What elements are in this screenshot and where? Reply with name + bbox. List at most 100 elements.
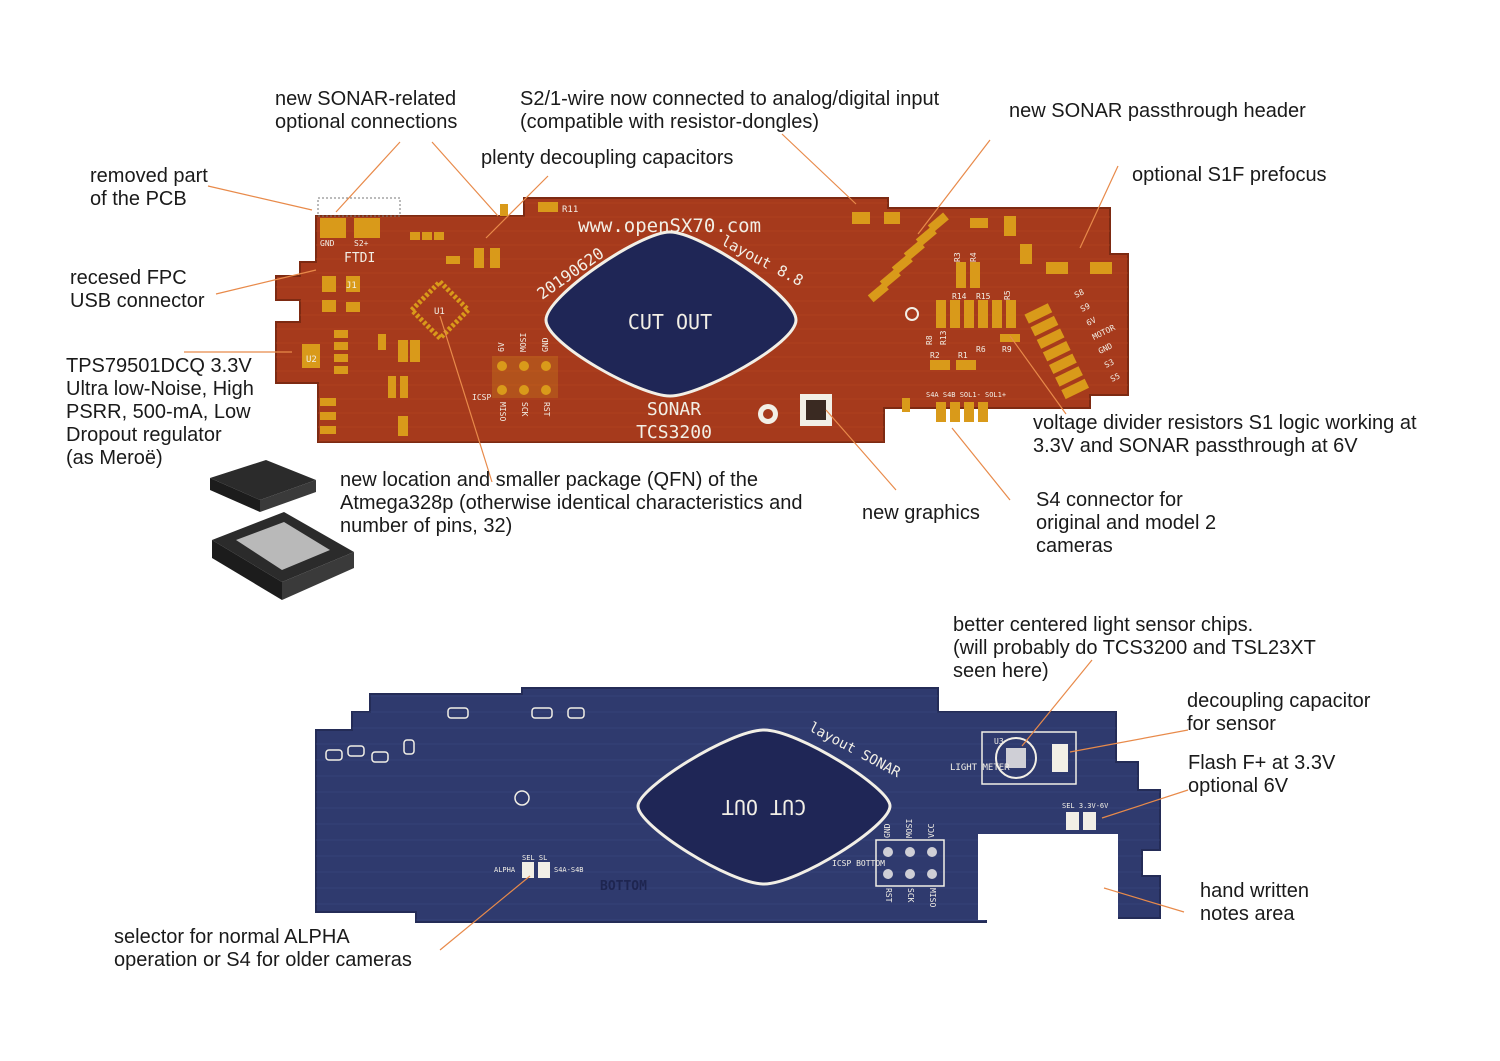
annotation-line: hand written	[1200, 880, 1309, 902]
annotation-line: optional 6V	[1188, 775, 1289, 797]
smd-pad	[388, 376, 396, 398]
top-icsp-pin-label: GND	[541, 337, 550, 352]
resistor-label: R14	[952, 292, 967, 301]
qfn-chip-illustration	[210, 460, 354, 600]
leader-passthrough	[917, 139, 991, 235]
bottom-icsp-pin-label: RST	[884, 888, 893, 903]
smd-pad	[936, 402, 946, 422]
annotation-alpha-selector: selector for normal ALPHA operation or S…	[114, 926, 412, 972]
resistor-label: R1	[958, 351, 968, 360]
resistor-label: R8	[925, 335, 934, 345]
annotation-line: Flash F+ at 3.3V	[1188, 752, 1336, 774]
smd-pad	[322, 300, 336, 312]
smd-pad	[474, 248, 484, 268]
smd-pad	[891, 254, 913, 275]
resistor-label: R5	[1003, 290, 1012, 300]
top-icsp-pins	[492, 356, 558, 398]
light-sensor-chip	[995, 737, 1037, 779]
removed-pcb-outline	[317, 197, 401, 217]
bottom-icsp-pin-label: MOSI	[905, 819, 914, 838]
resistor-label: R6	[976, 345, 986, 354]
smd-pad	[970, 218, 988, 228]
smd-pad	[1004, 216, 1016, 236]
resistor-label: R3	[953, 252, 962, 262]
annotation-line: number of pins, 32)	[340, 515, 513, 537]
smd-pad	[346, 276, 360, 292]
smd-pad	[398, 340, 408, 362]
annotation-line: new location and smaller package (QFN) o…	[340, 469, 758, 491]
bottom-cutout-label: CUT OUT	[722, 795, 806, 819]
annotation-line: new graphics	[862, 502, 980, 524]
annotation-line: Ultra low-Noise, High	[66, 378, 254, 400]
smd-pad	[978, 402, 988, 422]
smd-pad	[410, 232, 420, 240]
bottom-small-pads	[325, 707, 585, 806]
bottom-icsp-pin-label: VCC	[927, 823, 936, 838]
light-sensor-outline	[981, 731, 1077, 785]
leader-flash	[1101, 789, 1189, 819]
leader-voltage-divider	[1009, 335, 1067, 415]
leader-notes	[1103, 887, 1185, 913]
leader-sonar-conn	[335, 141, 401, 213]
smd-pad	[398, 416, 408, 436]
annotation-sonar-conn: new SONAR-related optional connections	[275, 88, 457, 134]
annotation-line: TPS79501DCQ 3.3V	[66, 355, 252, 377]
bottom-icsp-pin-label: MISO	[928, 888, 937, 907]
leader-sonar-conn	[431, 141, 499, 217]
top-s4-labels: S4A S4B SOL1- SOL1+	[926, 391, 1006, 399]
smd-pad	[500, 204, 508, 216]
smd-pad	[1000, 334, 1020, 342]
annotation-line: notes area	[1200, 903, 1295, 925]
leader-alpha	[439, 875, 531, 951]
header-pin-label: S8	[1073, 287, 1086, 299]
smd-pad	[320, 426, 336, 434]
smd-pad	[852, 212, 870, 224]
top-icsp-labels: 6V MOSI GND MISO SCK RST	[497, 333, 551, 422]
smd-pad	[1020, 244, 1032, 264]
smd-pad	[378, 334, 386, 350]
top-sensor-label: TCS3200	[636, 422, 712, 443]
smd-pad	[410, 340, 420, 362]
top-pads	[302, 202, 1112, 436]
annotation-line: of the PCB	[90, 188, 187, 210]
top-pcb: www.openSX70.com 20190620 layout 8.8 CUT…	[275, 197, 1129, 443]
resistor-label: R15	[976, 292, 991, 301]
top-cutout-shape	[544, 230, 798, 398]
top-icsp-pin-label: 6V	[497, 342, 506, 352]
smd-pad	[956, 360, 976, 370]
smd-pad	[320, 412, 336, 420]
top-cutout-label: CUT OUT	[628, 310, 712, 334]
annotation-line: original and model 2	[1036, 512, 1217, 534]
smd-pad	[334, 342, 348, 350]
smd-pad	[322, 276, 336, 292]
annotation-line: seen here)	[953, 660, 1049, 682]
chip-top-side	[210, 478, 260, 512]
leader-s4	[951, 427, 1011, 501]
annotation-s1f: optional S1F prefocus	[1132, 164, 1327, 187]
via	[905, 307, 919, 321]
smd-pad	[964, 300, 974, 328]
bottom-alpha-label: ALPHA	[494, 866, 516, 874]
top-ftdi-label: FTDI	[344, 251, 375, 266]
smd-pad	[992, 300, 1002, 328]
smd-pad	[964, 402, 974, 422]
smd-pad	[936, 300, 946, 328]
top-s2-label: S2+	[354, 239, 369, 248]
smd-pad	[1006, 300, 1016, 328]
bottom-cutout-shape	[636, 728, 892, 886]
annotation-line: USB connector	[70, 290, 205, 312]
annotation-line: recesed FPC	[70, 267, 187, 289]
top-sonar-label: SONAR	[647, 399, 701, 420]
smd-pad	[950, 402, 960, 422]
smd-pad	[902, 398, 910, 412]
smd-pad	[879, 268, 901, 289]
smd-pad	[956, 262, 966, 288]
header-pin-label: S3	[1103, 357, 1116, 369]
smd-pad	[978, 300, 988, 328]
bottom-u3-label: U3	[994, 737, 1004, 746]
smd-pad	[422, 232, 432, 240]
annotation-line: voltage divider resistors S1 logic worki…	[1033, 412, 1417, 434]
smd-pad	[302, 344, 320, 368]
annotation-line: S4 connector for	[1036, 489, 1183, 511]
